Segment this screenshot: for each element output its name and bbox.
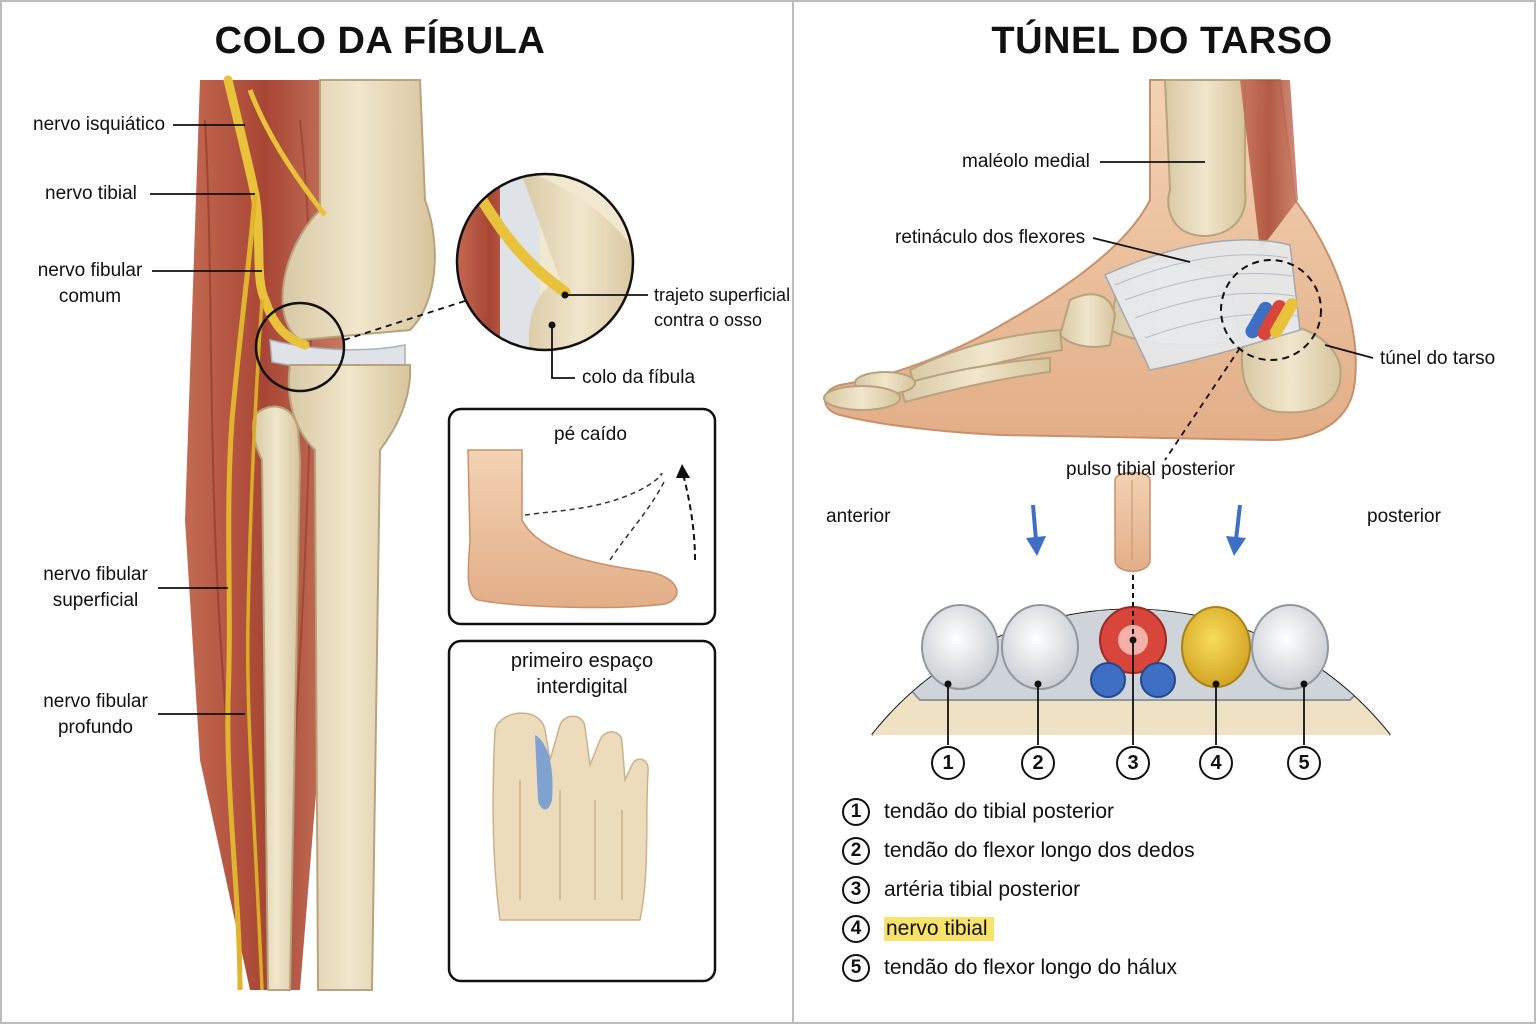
label-flexor-retinaculum: retináculo dos flexores <box>895 227 1086 248</box>
right-title: TÚNEL DO TARSO <box>991 20 1333 62</box>
label-common-fibular-line2: comum <box>58 286 122 307</box>
first-web-space-panel <box>447 639 717 983</box>
label-superficial-course-line1: trajeto superficial <box>654 285 791 305</box>
foot-illustration <box>823 79 1357 461</box>
legend-number: 5 <box>842 954 870 982</box>
legend-number: 1 <box>842 798 870 826</box>
label-superficial-course: trajeto superficial contra o osso <box>654 283 790 333</box>
label-tibial-nerve: nervo tibial <box>45 183 137 204</box>
section-number-1: 1 <box>931 746 965 780</box>
label-tarsal-tunnel: túnel do tarso <box>1380 348 1496 369</box>
legend-item-4: 4 nervo tibial <box>842 914 994 944</box>
posterior-tibial-tendon-section <box>921 604 999 690</box>
tibial-nerve-section <box>1181 606 1251 688</box>
tarsal-tunnel-cross-section <box>871 471 1391 745</box>
right-leader-lines <box>1092 161 1374 359</box>
flexor-digitorum-longus-section <box>1001 604 1079 690</box>
superficial-fibular-nerve <box>225 194 258 991</box>
legend-item-1: 1 tendão do tibial posterior <box>842 797 1114 827</box>
legend-text-highlighted: nervo tibial <box>884 917 994 941</box>
fibular-neck-zoom <box>455 172 635 352</box>
flexor-hallucis-longus-section <box>1251 604 1329 690</box>
tibial-nerve-branch <box>247 89 327 217</box>
femur <box>281 79 436 342</box>
section-number-5: 5 <box>1287 746 1321 780</box>
foot-drop-panel <box>447 407 717 626</box>
label-superficial-course-line2: contra o osso <box>654 310 763 330</box>
label-sciatic-nerve: nervo isquiático <box>33 114 166 135</box>
panel-title-first-web-line2: interdigital <box>536 676 628 698</box>
legend-item-5: 5 tendão do flexor longo do hálux <box>842 953 1177 983</box>
leg-illustration <box>185 75 469 991</box>
label-superficial-fibular-line1: nervo fibular <box>43 564 148 585</box>
legend-item-3: 3 artéria tibial posterior <box>842 875 1080 905</box>
sciatic-nerve <box>223 75 310 350</box>
panel-title-foot-drop: pé caído <box>554 424 627 445</box>
label-common-fibular-line1: nervo fibular <box>37 260 143 281</box>
label-posterior-tibial-pulse: pulso tibial posterior <box>1066 459 1235 480</box>
left-title: COLO DA FÍBULA <box>214 20 546 62</box>
legend-text: tendão do flexor longo do hálux <box>884 956 1178 979</box>
legend-number: 4 <box>842 915 870 943</box>
label-superficial-fibular-line2: superficial <box>52 590 139 611</box>
label-posterior: posterior <box>1367 506 1441 527</box>
deep-fibular-nerve <box>245 299 264 991</box>
fibular-neck-callout <box>254 301 346 393</box>
section-number-2: 2 <box>1021 746 1055 780</box>
legend-number: 2 <box>842 837 870 865</box>
label-deep-fibular-line1: nervo fibular <box>43 691 148 712</box>
label-fibular-neck: colo da fíbula <box>582 367 696 388</box>
legend-number: 3 <box>842 876 870 904</box>
section-number-3: 3 <box>1116 746 1150 780</box>
label-anterior: anterior <box>826 506 891 527</box>
panel-title-first-web-line1: primeiro espaço <box>510 650 654 672</box>
label-deep-fibular-line2: profundo <box>57 717 133 738</box>
label-deep-fibular-nerve: nervo fibular profundo <box>33 689 158 741</box>
label-medial-malleolus: maléolo medial <box>962 151 1090 172</box>
section-number-4: 4 <box>1199 746 1233 780</box>
panel-title-first-web-space: primeiro espaço interdigital <box>449 648 715 700</box>
legend-text: tendão do flexor longo dos dedos <box>884 839 1195 862</box>
legend-text: tendão do tibial posterior <box>884 800 1114 823</box>
tarsal-tunnel-callout <box>1220 259 1322 361</box>
label-superficial-fibular-nerve: nervo fibular superficial <box>33 562 158 614</box>
label-common-fibular-nerve: nervo fibular comum <box>30 258 150 310</box>
legend-item-2: 2 tendão do flexor longo dos dedos <box>842 836 1195 866</box>
tibia <box>287 364 412 991</box>
left-leader-lines <box>150 124 648 715</box>
tibia-distal <box>1163 79 1247 237</box>
legend-text: artéria tibial posterior <box>884 878 1081 901</box>
